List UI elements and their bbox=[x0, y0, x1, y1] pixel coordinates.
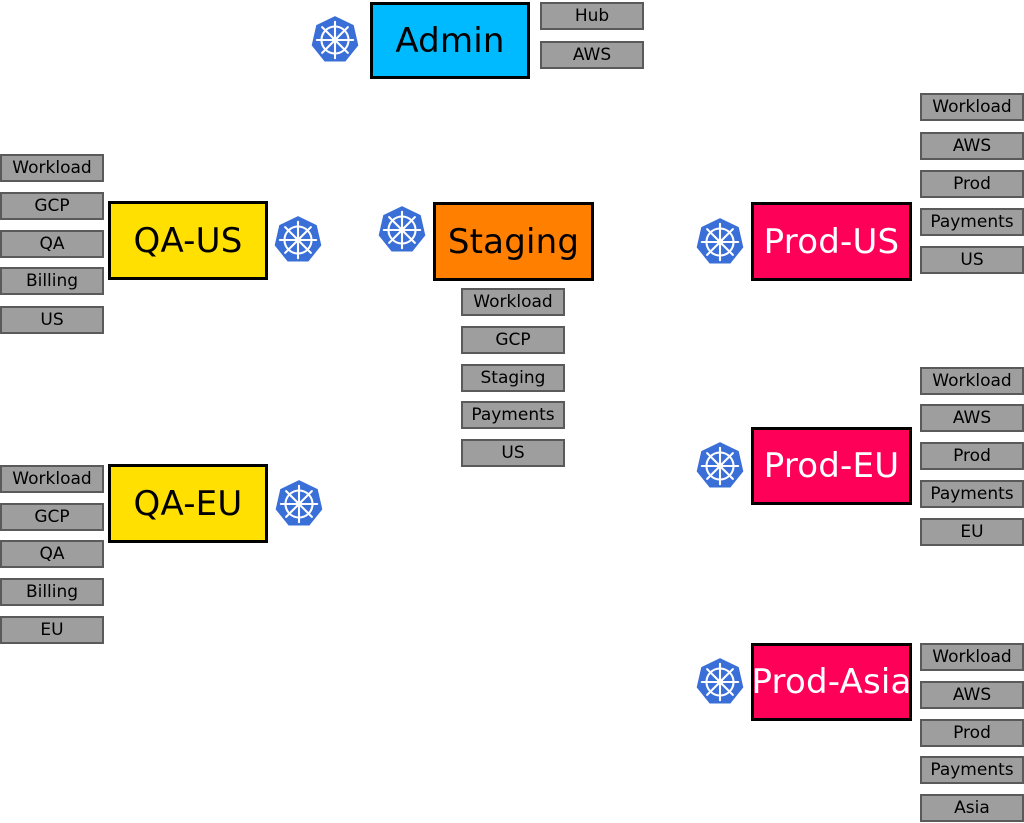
cluster-name-label: Prod-EU bbox=[763, 446, 900, 486]
cluster-tag-qa-eu-1: GCP bbox=[0, 503, 104, 531]
cluster-box-staging[interactable]: Staging bbox=[433, 202, 594, 281]
cluster-name-label: QA-EU bbox=[133, 483, 243, 524]
cluster-box-prod-us[interactable]: Prod-US bbox=[751, 202, 912, 281]
cluster-tag-staging-3: Payments bbox=[461, 401, 565, 429]
cluster-tag-prod-eu-4: EU bbox=[920, 518, 1024, 546]
cluster-tag-prod-eu-2: Prod bbox=[920, 442, 1024, 470]
cluster-tag-qa-us-0: Workload bbox=[0, 154, 104, 182]
cluster-tag-prod-us-1: AWS bbox=[920, 132, 1024, 160]
cluster-tag-prod-asia-0: Workload bbox=[920, 643, 1024, 671]
cluster-name-label: Admin bbox=[395, 20, 505, 61]
cluster-tag-prod-us-0: Workload bbox=[920, 93, 1024, 121]
kubernetes-logo-icon bbox=[694, 656, 746, 708]
cluster-tag-qa-eu-2: QA bbox=[0, 540, 104, 568]
cluster-name-label: Prod-US bbox=[763, 221, 900, 262]
cluster-box-admin[interactable]: Admin bbox=[370, 2, 530, 79]
kubernetes-logo-icon bbox=[694, 216, 746, 268]
cluster-tag-prod-asia-1: AWS bbox=[920, 681, 1024, 709]
cluster-tag-prod-eu-1: AWS bbox=[920, 404, 1024, 432]
cluster-tag-qa-eu-4: EU bbox=[0, 616, 104, 644]
cluster-tag-staging-1: GCP bbox=[461, 326, 565, 354]
cluster-name-label: Staging bbox=[447, 221, 580, 262]
cluster-tag-staging-0: Workload bbox=[461, 288, 565, 316]
cluster-tag-qa-us-4: US bbox=[0, 306, 104, 334]
cluster-tag-staging-4: US bbox=[461, 439, 565, 467]
kubernetes-logo-icon bbox=[376, 204, 428, 256]
cluster-tag-prod-asia-4: Asia bbox=[920, 794, 1024, 822]
cluster-tag-prod-us-2: Prod bbox=[920, 170, 1024, 198]
cluster-tag-qa-eu-3: Billing bbox=[0, 578, 104, 606]
kubernetes-logo-icon bbox=[309, 14, 361, 66]
cluster-tag-prod-eu-3: Payments bbox=[920, 480, 1024, 508]
cluster-tag-prod-eu-0: Workload bbox=[920, 367, 1024, 395]
cluster-tag-admin-0: Hub bbox=[540, 2, 644, 30]
cluster-tag-prod-asia-2: Prod bbox=[920, 719, 1024, 747]
cluster-tag-qa-us-3: Billing bbox=[0, 267, 104, 295]
cluster-box-prod-asia[interactable]: Prod-Asia bbox=[751, 643, 912, 721]
cluster-name-label: QA-US bbox=[133, 220, 243, 261]
cluster-box-prod-eu[interactable]: Prod-EU bbox=[751, 427, 912, 505]
cluster-tag-prod-asia-3: Payments bbox=[920, 756, 1024, 784]
cluster-tag-qa-us-2: QA bbox=[0, 230, 104, 258]
cluster-tag-staging-2: Staging bbox=[461, 364, 565, 392]
cluster-tag-qa-us-1: GCP bbox=[0, 192, 104, 220]
kubernetes-logo-icon bbox=[272, 214, 324, 266]
cluster-tag-admin-1: AWS bbox=[540, 41, 644, 69]
cluster-box-qa-eu[interactable]: QA-EU bbox=[108, 464, 268, 543]
kubernetes-logo-icon bbox=[694, 440, 746, 492]
cluster-box-qa-us[interactable]: QA-US bbox=[108, 201, 268, 280]
cluster-tag-prod-us-4: US bbox=[920, 246, 1024, 274]
cluster-tag-prod-us-3: Payments bbox=[920, 208, 1024, 236]
cluster-name-label: Prod-Asia bbox=[751, 662, 912, 702]
cluster-tag-qa-eu-0: Workload bbox=[0, 465, 104, 493]
kubernetes-logo-icon bbox=[273, 478, 325, 530]
